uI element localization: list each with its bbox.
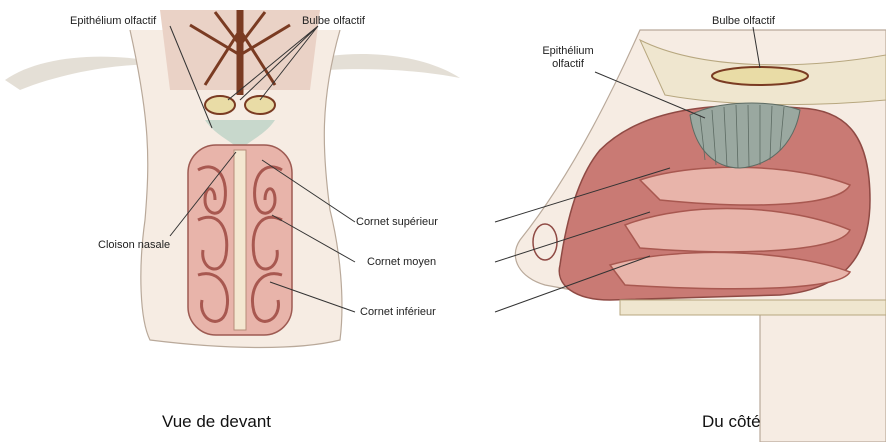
- label-cornet-superieur: Cornet supérieur: [356, 216, 438, 229]
- side-view-illustration: [495, 27, 886, 442]
- label-epithelium-olfactif-front: Epithélium olfactif: [70, 15, 156, 28]
- label-epithelium-line1: Epithélium: [538, 45, 598, 58]
- label-bulbe-olfactif-side: Bulbe olfactif: [712, 15, 775, 28]
- label-cornet-moyen: Cornet moyen: [367, 256, 436, 269]
- label-bulbe-olfactif-front: Bulbe olfactif: [302, 15, 365, 28]
- label-cloison-nasale: Cloison nasale: [98, 239, 170, 252]
- caption-side-view: Du côté: [702, 412, 761, 432]
- label-epithelium-line2: olfactif: [538, 58, 598, 71]
- label-cornet-inferieur: Cornet inférieur: [360, 306, 436, 319]
- caption-front-view: Vue de devant: [162, 412, 271, 432]
- front-view-illustration: [5, 10, 460, 348]
- label-epithelium-olfactif-side: Epithélium olfactif: [538, 45, 598, 71]
